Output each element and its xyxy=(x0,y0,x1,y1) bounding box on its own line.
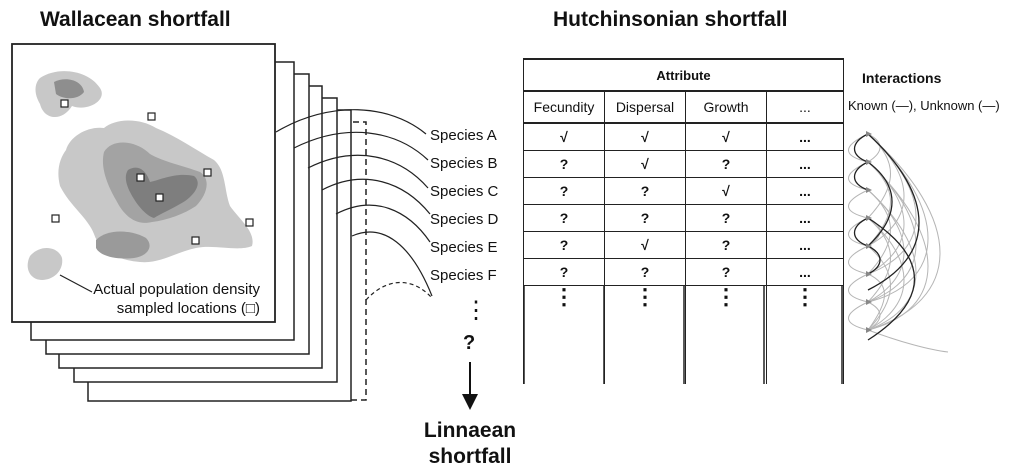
table-cell: ? xyxy=(604,177,686,205)
connector-species-c xyxy=(307,154,429,189)
table-cell: ? xyxy=(604,204,686,232)
table-cell: ⋮ xyxy=(685,285,767,384)
column-growth: Growth xyxy=(685,90,767,124)
attribute-table: Attribute Fecundity Dispersal Growth ...… xyxy=(523,58,844,384)
species-label-f: Species F xyxy=(430,267,497,284)
species-label-e: Species E xyxy=(430,239,498,256)
table-header-row: Attribute xyxy=(523,58,844,92)
column-fecundity: Fecundity xyxy=(523,90,605,124)
table-cell: ? xyxy=(523,150,605,178)
table-cell: ... xyxy=(766,231,844,259)
table-cell: ? xyxy=(523,177,605,205)
column-dispersal: Dispersal xyxy=(604,90,686,124)
sample-square xyxy=(60,99,69,108)
table-cell: ⋮ xyxy=(523,285,605,384)
table-cell: ... xyxy=(766,177,844,205)
table-cell: √ xyxy=(685,122,767,151)
connector-species-e-tail xyxy=(351,231,433,297)
species-label-d: Species D xyxy=(430,211,499,228)
sample-square xyxy=(191,236,200,245)
table-cell: √ xyxy=(685,177,767,205)
connector-species-a xyxy=(275,109,427,135)
interaction-arrowheads xyxy=(866,131,872,333)
linnaean-title: Linnaean shortfall xyxy=(418,418,522,470)
sample-square xyxy=(147,112,156,121)
connector-species-e xyxy=(335,204,431,243)
species-ellipsis: ⋮ xyxy=(464,297,488,324)
table-cell: ? xyxy=(685,258,767,286)
table-cell: √ xyxy=(523,122,605,151)
linnaean-title-line2: shortfall xyxy=(428,445,512,468)
sample-square xyxy=(155,193,164,202)
wallacean-title: Wallacean shortfall xyxy=(40,8,231,31)
table-row: ? √ ? ... xyxy=(523,150,844,178)
table-cell: ? xyxy=(523,258,605,286)
table-cell: ⋮ xyxy=(604,285,686,384)
connector-species-d xyxy=(321,178,431,215)
caption-pointer xyxy=(59,274,93,293)
connector-species-b xyxy=(293,131,429,161)
map-caption: Actual population density sampled locati… xyxy=(60,280,260,318)
sample-square xyxy=(51,214,60,223)
map-caption-line1: Actual population density xyxy=(93,281,260,298)
table-cell: ... xyxy=(766,122,844,151)
table-cell: √ xyxy=(604,231,686,259)
sampled-locations xyxy=(51,99,254,245)
table-cell: √ xyxy=(604,150,686,178)
linnaean-arrow xyxy=(462,362,478,410)
attribute-header: Attribute xyxy=(523,58,844,92)
table-cell: ? xyxy=(685,150,767,178)
connector-species-f xyxy=(365,281,433,301)
map-caption-line2: sampled locations (□) xyxy=(116,300,260,317)
table-row: ? ? ? ... xyxy=(523,204,844,232)
density-map xyxy=(27,71,253,280)
sample-square xyxy=(203,168,212,177)
table-row: ? ? √ ... xyxy=(523,177,844,205)
species-label-a: Species A xyxy=(430,127,497,144)
table-cell: ? xyxy=(523,231,605,259)
sample-square xyxy=(136,173,145,182)
interaction-web xyxy=(848,131,949,353)
table-column-row: Fecundity Dispersal Growth ... xyxy=(523,90,844,124)
table-cell: ... xyxy=(766,258,844,286)
hutchinsonian-title: Hutchinsonian shortfall xyxy=(553,8,788,31)
interactions-title: Interactions xyxy=(862,70,942,86)
table-cell: ... xyxy=(766,150,844,178)
table-row: ? √ ? ... xyxy=(523,231,844,259)
unknown-species-mark: ? xyxy=(463,332,476,354)
table-cell: ? xyxy=(604,258,686,286)
table-row: √ √ √ ... xyxy=(523,122,844,151)
known-interactions xyxy=(853,133,920,341)
table-cell: ? xyxy=(685,231,767,259)
sample-square xyxy=(245,218,254,227)
species-connectors xyxy=(275,109,433,301)
table-cell: ... xyxy=(766,204,844,232)
column-more: ... xyxy=(766,90,844,124)
table-cell: ⋮ xyxy=(766,285,844,384)
linnaean-title-line1: Linnaean xyxy=(423,419,517,442)
interactions-legend: Known (—), Unknown (—) xyxy=(848,98,1000,113)
species-label-c: Species C xyxy=(430,183,499,200)
table-cell: ? xyxy=(685,204,767,232)
table-cell: ? xyxy=(523,204,605,232)
table-ellipsis-row: ⋮ ⋮ ⋮ ⋮ xyxy=(523,285,844,384)
table-cell: √ xyxy=(604,122,686,151)
species-label-b: Species B xyxy=(430,155,498,172)
table-row: ? ? ? ... xyxy=(523,258,844,286)
